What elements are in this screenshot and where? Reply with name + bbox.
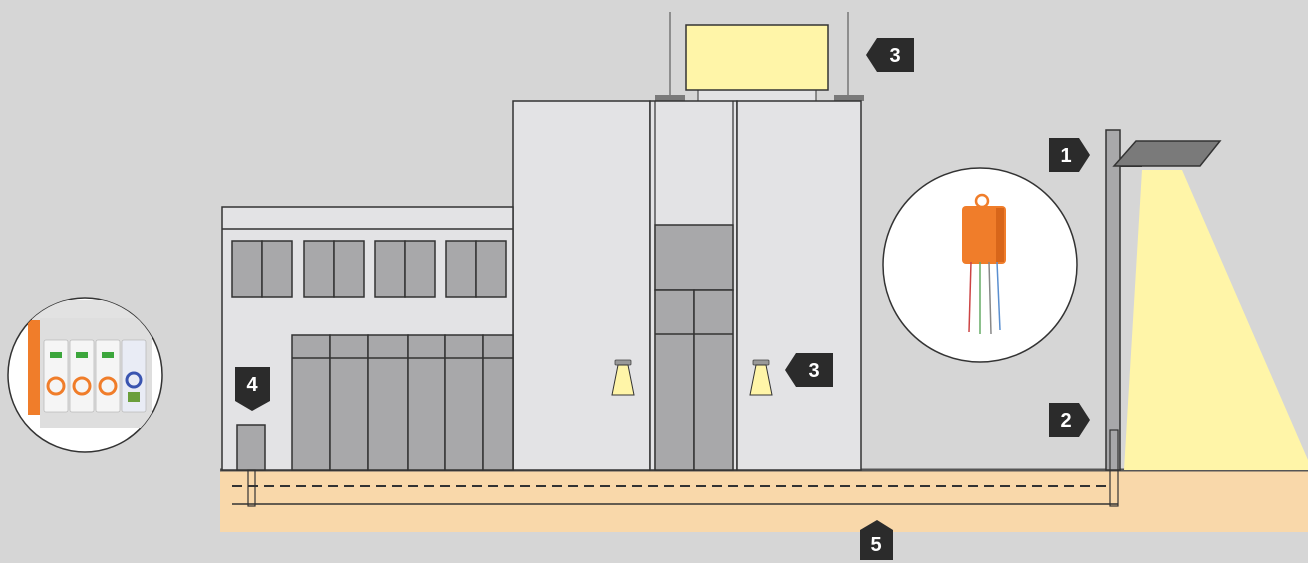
module-slot — [44, 340, 68, 412]
marker-number: 3 — [889, 45, 900, 67]
housing-edge — [28, 320, 42, 415]
glazing-panel — [445, 335, 483, 470]
glazing-panel — [483, 335, 513, 470]
glazing-panel — [292, 335, 330, 470]
surge-protection-module-icon — [8, 298, 162, 452]
status-indicator — [50, 352, 62, 358]
module-slot — [96, 340, 120, 412]
roof-sign-base-right — [834, 95, 864, 101]
glazing-panel — [368, 335, 408, 470]
tower-left-section — [513, 101, 650, 470]
marker-pole-top: 1 — [1049, 138, 1090, 172]
marker-number: 2 — [1060, 410, 1071, 432]
window — [446, 241, 476, 297]
glazing-panel — [330, 335, 368, 470]
window — [334, 241, 364, 297]
marker-number: 5 — [870, 534, 881, 556]
wall-light-right — [750, 360, 772, 395]
terminal-green — [128, 392, 140, 402]
illuminated-roof-sign — [686, 25, 828, 90]
marker-number: 4 — [246, 374, 258, 396]
window — [232, 241, 262, 297]
ground-floor-glazing — [292, 335, 513, 470]
roof-sign-stand — [698, 90, 816, 101]
window — [375, 241, 405, 297]
marker-pole-base: 2 — [1049, 403, 1090, 437]
status-indicator — [76, 352, 88, 358]
stairwell-window-upper — [655, 225, 733, 290]
distribution-box — [237, 425, 265, 470]
wall-light-left — [612, 360, 634, 395]
street-light-lamp-head — [1114, 141, 1220, 166]
glazing-panel — [408, 335, 445, 470]
tower-right-section — [737, 101, 861, 470]
roof-sign-base-left — [655, 95, 685, 101]
marker-number: 1 — [1060, 145, 1071, 167]
window — [405, 241, 435, 297]
street-light-pole — [1106, 130, 1120, 470]
device-side-shade — [996, 208, 1004, 262]
stairwell-door-right — [694, 290, 733, 470]
window — [262, 241, 292, 297]
street-light-beam — [1124, 170, 1308, 470]
ground-soil — [220, 470, 1308, 532]
led-surge-protector-icon — [883, 168, 1077, 362]
wall-light-mount — [753, 360, 769, 365]
module-slot — [70, 340, 94, 412]
stairwell-door-left — [655, 290, 694, 470]
status-indicator — [102, 352, 114, 358]
window — [476, 241, 506, 297]
marker-number: 3 — [808, 360, 819, 382]
wall-light-mount — [615, 360, 631, 365]
marker-roof-sign: 3 — [866, 38, 914, 72]
window — [304, 241, 334, 297]
